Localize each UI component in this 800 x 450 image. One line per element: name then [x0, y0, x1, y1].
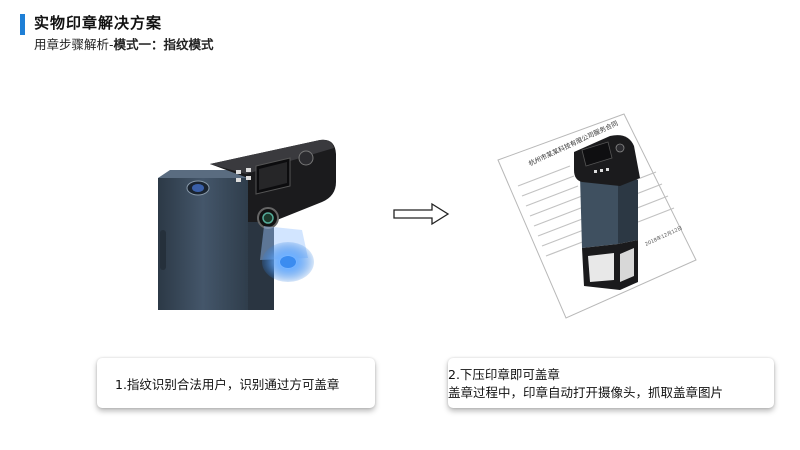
step-1-text: 1.指纹识别合法用户，识别通过方可盖章 — [115, 376, 340, 392]
seal-on-contract-image: 杭州市某某科技有限公司服务合同 2018年12月12日 — [497, 113, 697, 319]
smart-seal-device-image — [158, 139, 336, 310]
page-subtitle: 用章步骤解析-模式一：指纹模式 — [34, 34, 214, 53]
camera-icon — [257, 207, 279, 229]
subtitle-mode: 模式一：指纹模式 — [113, 37, 214, 52]
step-2-title: 2.下压印章即可盖章 — [448, 367, 560, 382]
fingerprint-sensor-icon — [186, 180, 210, 196]
right-arrow-icon — [393, 202, 450, 226]
step-2-card: 2.下压印章即可盖章 盖章过程中，印章自动打开摄像头，抓取盖章图片 — [448, 358, 774, 408]
page-title: 实物印章解决方案 — [34, 14, 163, 32]
subtitle-prefix: 用章步骤解析- — [34, 37, 114, 52]
step-1-card: 1.指纹识别合法用户，识别通过方可盖章 — [97, 358, 375, 408]
step-2-detail: 盖章过程中，印章自动打开摄像头，抓取盖章图片 — [448, 385, 724, 400]
title-accent-bar — [20, 14, 25, 35]
